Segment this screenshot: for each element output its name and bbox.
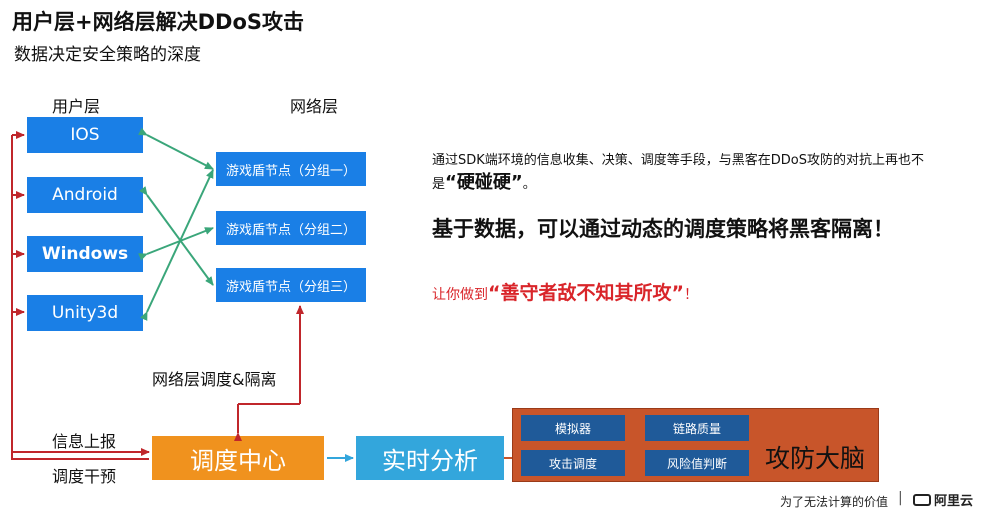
description-line-3: 让你做到“善守者敌不知其所攻”！: [432, 278, 698, 305]
aliyun-logo-icon: [913, 493, 931, 506]
schedule-intervene-label: 调度干预: [52, 467, 117, 486]
description-line-3-suffix: ！: [683, 287, 698, 303]
realtime-analysis: 实时分析: [356, 436, 504, 480]
attack-defense-brain: 模拟器 链路质量 攻击调度 风险值判断 攻防大脑: [512, 408, 879, 482]
description-line-1-text: 通过SDK端环境的信息收集、决策、调度等手段，与黑客在DDoS攻防的对抗上再也不…: [432, 153, 925, 192]
network-node-group-2: 游戏盾节点（分组二）: [216, 211, 366, 245]
link-ios-group1: [138, 127, 214, 170]
user-node-android: Android: [27, 177, 143, 213]
info-report-label: 信息上报: [52, 432, 117, 451]
schedule-center: 调度中心: [152, 436, 324, 480]
brain-label: 攻防大脑: [765, 444, 866, 473]
user-node-windows: Windows: [27, 236, 143, 272]
brain-item-simulator: 模拟器: [521, 415, 625, 441]
brain-item-attack-schedule: 攻击调度: [521, 450, 625, 476]
description-line-3-text: 让你做到: [432, 287, 488, 303]
description-line-1: 通过SDK端环境的信息收集、决策、调度等手段，与黑客在DDoS攻防的对抗上再也不…: [432, 150, 962, 196]
brain-item-link-quality: 链路质量: [645, 415, 749, 441]
aliyun-logo-text: 阿里云: [934, 494, 974, 509]
link-android-group3: [139, 186, 214, 286]
user-node-unity3d: Unity3d: [27, 295, 143, 331]
footer-slogan: 为了无法计算的价值: [780, 495, 889, 509]
page-title: 用户层+网络层解决DDoS攻击: [12, 10, 305, 34]
network-node-group-1: 游戏盾节点（分组一）: [216, 152, 366, 186]
link-windows-group2: [138, 227, 214, 261]
description-line-2: 基于数据，可以通过动态的调度策略将黑客隔离！: [432, 217, 894, 241]
footer-separator: |: [898, 490, 903, 506]
link-unity-group1: [140, 169, 214, 321]
network-node-group-3: 游戏盾节点（分组三）: [216, 268, 366, 302]
brain-item-risk-judgement: 风险值判断: [645, 450, 749, 476]
user-node-ios: IOS: [27, 117, 143, 153]
aliyun-logo: 阿里云: [913, 490, 973, 509]
description-line-1-suffix: 。: [522, 177, 536, 192]
network-schedule-label: 网络层调度&隔离: [152, 370, 277, 389]
description-line-3-emphasis: “善守者敌不知其所攻”: [488, 282, 684, 304]
user-layer-label: 用户层: [52, 97, 101, 116]
network-layer-label: 网络层: [290, 97, 339, 116]
page-subtitle: 数据决定安全策略的深度: [14, 45, 201, 65]
description-line-1-emphasis: “硬碰硬”: [445, 172, 523, 193]
